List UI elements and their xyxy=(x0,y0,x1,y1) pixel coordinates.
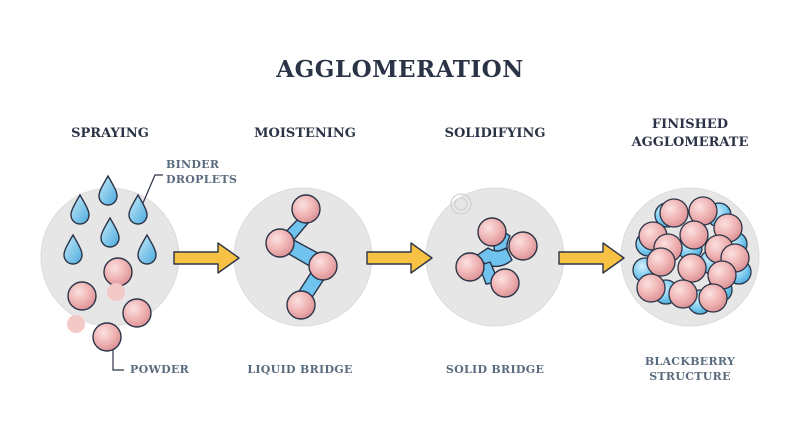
droplet-icon xyxy=(63,233,83,265)
powder-particle xyxy=(508,231,538,261)
powder-particles xyxy=(67,257,152,352)
solid-bridge-label: SOLID BRIDGE xyxy=(445,363,545,376)
powder-particle xyxy=(455,252,485,282)
solidifying-particles xyxy=(455,217,538,298)
powder-particle xyxy=(698,283,728,313)
stage-background-spraying xyxy=(40,187,180,327)
powder-particle xyxy=(308,251,338,281)
stage-title-finished-line1: Finished xyxy=(651,117,729,132)
faded-particle xyxy=(67,315,85,333)
stage-title-finished-line2: Agglomerate xyxy=(631,135,749,150)
diagram-title: AGGLOMERATION xyxy=(276,56,524,83)
powder-particle xyxy=(103,257,133,287)
faded-particle xyxy=(450,193,472,215)
powder-particle xyxy=(659,198,689,228)
powder-particle xyxy=(265,228,295,258)
powder-particle xyxy=(677,253,707,283)
powder-particle xyxy=(286,290,316,320)
blackberry-agglomerate xyxy=(632,196,752,315)
powder-particle xyxy=(490,268,520,298)
liquid-bridge-label: LIQUID BRIDGE xyxy=(247,363,353,376)
droplet-icon xyxy=(137,233,157,265)
powder-particle xyxy=(679,220,709,250)
arrow-icon xyxy=(558,242,625,274)
stage-title-solidifying: Solidifying xyxy=(444,126,546,141)
faded-particle xyxy=(454,197,468,211)
moistening-particles xyxy=(265,194,338,320)
powder-particle xyxy=(477,217,507,247)
powder-leader-line xyxy=(112,345,124,371)
blackberry-structure-label-line2: STRUCTURE xyxy=(649,370,731,383)
faded-particle xyxy=(107,283,125,301)
droplet-icon xyxy=(100,216,120,248)
process-arrows xyxy=(173,242,625,274)
binder-droplets-label-line2: DROPLETS xyxy=(166,173,238,186)
powder-particle xyxy=(291,194,321,224)
stage-title-spraying: Spraying xyxy=(71,126,149,141)
powder-particle xyxy=(92,322,122,352)
droplet-icon xyxy=(70,193,90,225)
powder-particle xyxy=(646,247,676,277)
blackberry-structure-label-line1: BLACKBERRY xyxy=(644,355,736,368)
faded-particles xyxy=(67,283,125,333)
faded-particles xyxy=(450,193,472,215)
binder-leader-line xyxy=(142,174,163,204)
binder-droplets-label-line1: BINDER xyxy=(166,158,220,171)
stage-title-moistening: Moistening xyxy=(254,126,356,141)
powder-particle xyxy=(67,281,97,311)
binder-droplets xyxy=(63,174,157,265)
powder-particle xyxy=(636,273,666,303)
powder-particle xyxy=(668,279,698,309)
arrow-icon xyxy=(173,242,240,274)
arrow-icon xyxy=(366,242,433,274)
droplet-icon xyxy=(98,174,118,206)
droplet-icon xyxy=(128,193,148,225)
powder-particle xyxy=(122,298,152,328)
powder-label: POWDER xyxy=(130,363,190,376)
